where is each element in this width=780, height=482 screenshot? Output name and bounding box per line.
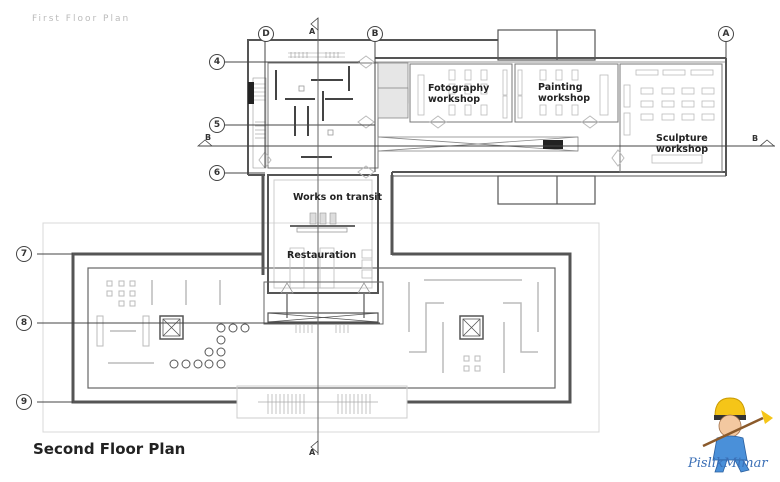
logo-text: PislikMimar (688, 456, 768, 471)
grid-axis-tag-b: B (367, 26, 383, 42)
room-label-sculpture-line2: workshop (656, 144, 709, 155)
section-marker-b-left: B (205, 133, 212, 142)
room-label-painting: Painting workshop (538, 82, 590, 104)
grid-axis-tag-7: 7 (16, 246, 32, 262)
drawing-title: Second Floor Plan (33, 440, 186, 458)
section-marker-b-right: B (752, 134, 759, 143)
faded-header-text: First Floor Plan (32, 14, 131, 24)
room-label-sculpture-line1: Sculpture (656, 133, 708, 144)
mascot-logo-icon (702, 397, 773, 473)
section-marker-a-bottom: A (309, 448, 316, 457)
grid-axis-tag-d: D (258, 26, 274, 42)
grid-axis-tag-8: 8 (16, 315, 32, 331)
room-label-fotography-line1: Fotography (428, 83, 490, 94)
room-label-fotography-line2: workshop (428, 94, 481, 105)
room-label-sculpture: Sculpture workshop (656, 133, 708, 155)
grid-axis-tag-4: 4 (209, 54, 225, 70)
section-marker-a-top: A (309, 27, 316, 36)
room-label-painting-line1: Painting (538, 82, 583, 93)
grid-axis-tag-6: 6 (209, 165, 225, 181)
grid-axis-tag-5: 5 (209, 117, 225, 133)
grid-axis-tag-a: A (718, 26, 734, 42)
room-label-fotography: Fotography workshop (428, 83, 489, 105)
room-label-restauration: Restauration (287, 250, 357, 261)
room-label-transit: Works on transit (293, 192, 383, 203)
grid-axis-tag-9: 9 (16, 394, 32, 410)
room-label-painting-line2: workshop (538, 93, 591, 104)
